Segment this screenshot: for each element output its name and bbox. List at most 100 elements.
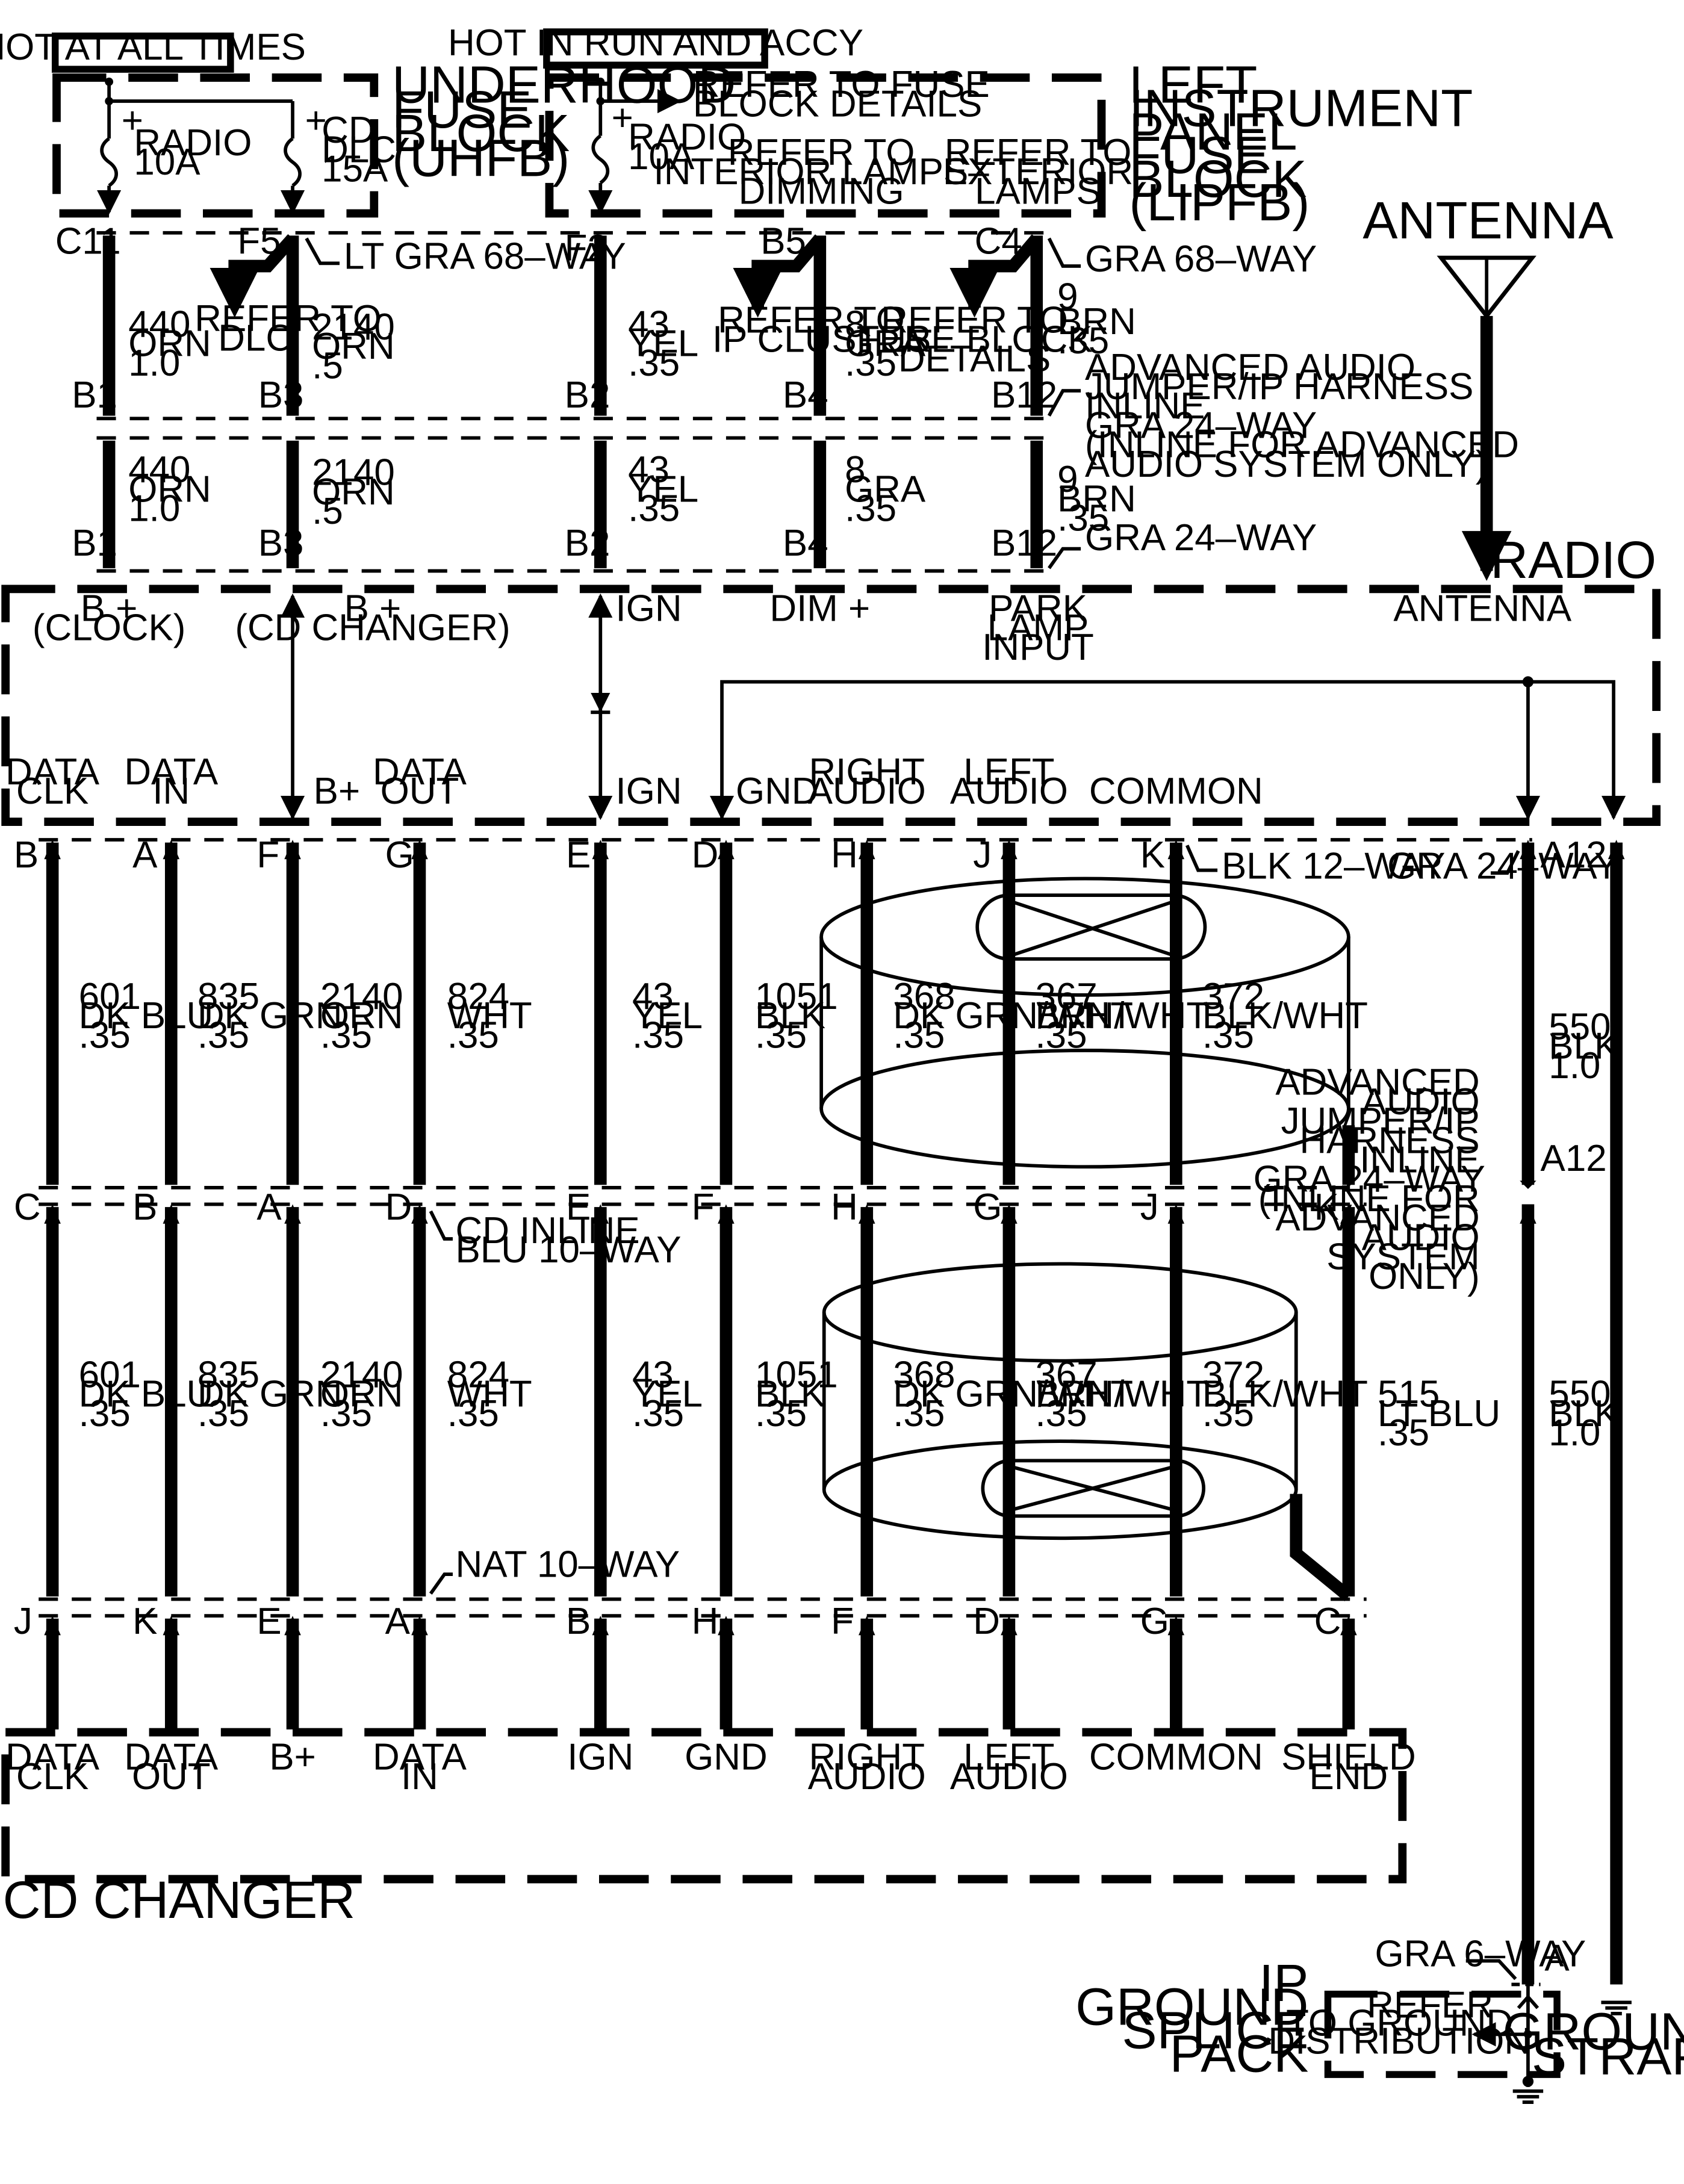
svg-text:.35: .35 bbox=[755, 1393, 807, 1435]
svg-text:G: G bbox=[385, 834, 414, 876]
svg-text:835: 835 bbox=[197, 1354, 259, 1395]
hot-in-run-accy-label: HOT IN RUN AND ACCY bbox=[448, 22, 863, 64]
svg-text:B12: B12 bbox=[991, 374, 1057, 416]
svg-text:BRN/WHT: BRN/WHT bbox=[1035, 1373, 1209, 1415]
svg-text:C: C bbox=[14, 1187, 41, 1228]
svg-text:LAMP: LAMP bbox=[987, 607, 1089, 648]
svg-text:DLC: DLC bbox=[322, 129, 396, 170]
svg-text:.35: .35 bbox=[893, 1014, 945, 1056]
cd-inline-label: CD INLINE bbox=[456, 1210, 640, 1252]
ip-ground-splice-title: IP GROUND SPLICE PACK bbox=[1075, 1954, 1308, 2083]
svg-text:DIMMING: DIMMING bbox=[739, 170, 904, 212]
svg-text:INLINE: INLINE bbox=[1085, 385, 1205, 427]
svg-text:B4: B4 bbox=[783, 374, 828, 416]
ground-strap-title: GROUND STRAP bbox=[1503, 2003, 1684, 2086]
svg-text:ORN: ORN bbox=[128, 323, 211, 365]
svg-text:YEL: YEL bbox=[632, 1373, 703, 1415]
svg-text:FUSE: FUSE bbox=[1129, 126, 1269, 185]
svg-text:BRN: BRN bbox=[1057, 301, 1136, 343]
svg-text:B1: B1 bbox=[72, 523, 117, 564]
svg-text:WHT: WHT bbox=[447, 1373, 532, 1415]
svg-text:BLK: BLK bbox=[1549, 1026, 1619, 1067]
svg-text:AUDIO: AUDIO bbox=[1362, 1217, 1480, 1258]
svg-text:15A: 15A bbox=[322, 148, 388, 190]
svg-text:368: 368 bbox=[893, 1354, 955, 1395]
radio-internal bbox=[280, 593, 1626, 821]
svg-text:B: B bbox=[132, 1187, 157, 1228]
radio-unit bbox=[1, 585, 1661, 827]
svg-text:.5: .5 bbox=[312, 491, 343, 532]
ip-ground-splice-pack bbox=[1324, 1990, 1561, 2078]
svg-text:INLINE: INLINE bbox=[1359, 1139, 1479, 1180]
blk-12-way: BLK 12–WAY bbox=[1222, 845, 1446, 887]
svg-text:FUSE: FUSE bbox=[392, 81, 532, 139]
hot-in-run-accy-box bbox=[543, 28, 768, 69]
conn-row-2-labels: C B A D E F H G J K bbox=[14, 1187, 1339, 1228]
top-wire-segment-1 bbox=[102, 234, 1043, 416]
svg-text:DK GRN: DK GRN bbox=[197, 1373, 343, 1415]
svg-text:.35: .35 bbox=[755, 1014, 807, 1056]
svg-text:.35: .35 bbox=[197, 1014, 249, 1056]
svg-text:DATA: DATA bbox=[373, 751, 467, 793]
svg-text:H: H bbox=[831, 834, 858, 876]
svg-text:WHT: WHT bbox=[447, 995, 532, 1037]
svg-text:.35: .35 bbox=[1057, 498, 1109, 539]
radio-fuse-ip-label: RADIO bbox=[628, 117, 746, 158]
radio-10a-fuse-uh bbox=[100, 137, 118, 187]
top-conn-row-1: B1 B3 B2 B4 B12 bbox=[72, 374, 1057, 416]
svg-text:.35: .35 bbox=[1202, 1393, 1254, 1435]
lipfb-title: LEFT INSTRUMENT PANEL FUSE BLOCK (LIPFB) bbox=[1129, 55, 1473, 232]
lipfb-internal: + bbox=[588, 77, 682, 215]
svg-text:DATA: DATA bbox=[5, 751, 100, 793]
conn-a-ground: A bbox=[1544, 1937, 1570, 1979]
radio-title: RADIO bbox=[1490, 531, 1656, 589]
svg-text:.35: .35 bbox=[628, 488, 680, 529]
svg-text:DATA: DATA bbox=[373, 1737, 467, 1778]
refer-dlc: REFER TO bbox=[194, 298, 382, 340]
svg-text:ORN: ORN bbox=[312, 471, 395, 513]
uhfb-title: UNDERHOOD FUSE BLOCK (UHFB) bbox=[392, 55, 736, 187]
svg-text:GRA 24–WAY: GRA 24–WAY bbox=[1085, 405, 1317, 446]
svg-text:.35: .35 bbox=[79, 1393, 131, 1435]
refer-ip-cluster: REFER TO bbox=[718, 299, 905, 341]
svg-text:1051: 1051 bbox=[755, 976, 838, 1017]
svg-text:BLOCK: BLOCK bbox=[392, 104, 570, 163]
svg-text:INSTRUMENT: INSTRUMENT bbox=[1129, 79, 1473, 137]
svg-text:GRA: GRA bbox=[845, 468, 926, 510]
svg-text:43: 43 bbox=[632, 976, 674, 1017]
hot-at-all-times-box bbox=[51, 33, 234, 73]
svg-text:BLK: BLK bbox=[755, 1373, 825, 1415]
refer-fuse-block-details: REFER TO FUSE bbox=[693, 64, 990, 105]
svg-text:B +: B + bbox=[344, 588, 402, 629]
svg-text:K: K bbox=[1314, 1187, 1339, 1228]
svg-text:9: 9 bbox=[1057, 459, 1078, 500]
svg-text:ONLY): ONLY) bbox=[1369, 1256, 1480, 1297]
svg-text:515: 515 bbox=[1378, 1373, 1440, 1415]
svg-text:DIM +: DIM + bbox=[769, 588, 870, 629]
svg-text:STRAP: STRAP bbox=[1532, 2027, 1684, 2086]
svg-text:8: 8 bbox=[845, 303, 865, 345]
radio-bottom-pins: DATA CLK DATA IN B+ DATA OUT IGN GND RIG… bbox=[5, 751, 1263, 812]
svg-text:F: F bbox=[256, 834, 279, 876]
svg-text:YEL: YEL bbox=[632, 995, 703, 1037]
svg-text:GRA: GRA bbox=[845, 323, 926, 365]
svg-text:BRN/WHT: BRN/WHT bbox=[1035, 995, 1209, 1037]
svg-text:10A: 10A bbox=[134, 141, 200, 183]
lt-gra-68-way: LT GRA 68–WAY bbox=[344, 235, 626, 277]
svg-text:J: J bbox=[973, 834, 992, 876]
svg-text:GND: GND bbox=[685, 1737, 768, 1778]
svg-text:C: C bbox=[1314, 1601, 1341, 1642]
left-ip-fuse-block bbox=[545, 73, 1106, 218]
svg-text:.35: .35 bbox=[893, 1393, 945, 1435]
svg-text:CLK: CLK bbox=[16, 771, 89, 812]
svg-text:A12: A12 bbox=[1541, 834, 1607, 876]
svg-text:.35: .35 bbox=[632, 1014, 684, 1056]
svg-text:.35: .35 bbox=[845, 343, 896, 384]
svg-text:367: 367 bbox=[1035, 1354, 1097, 1395]
svg-text:10A: 10A bbox=[628, 136, 695, 178]
svg-text:BLU 10–WAY: BLU 10–WAY bbox=[456, 1229, 682, 1271]
mid-wires bbox=[44, 840, 1625, 1985]
conn-f5: F5 bbox=[237, 220, 281, 262]
